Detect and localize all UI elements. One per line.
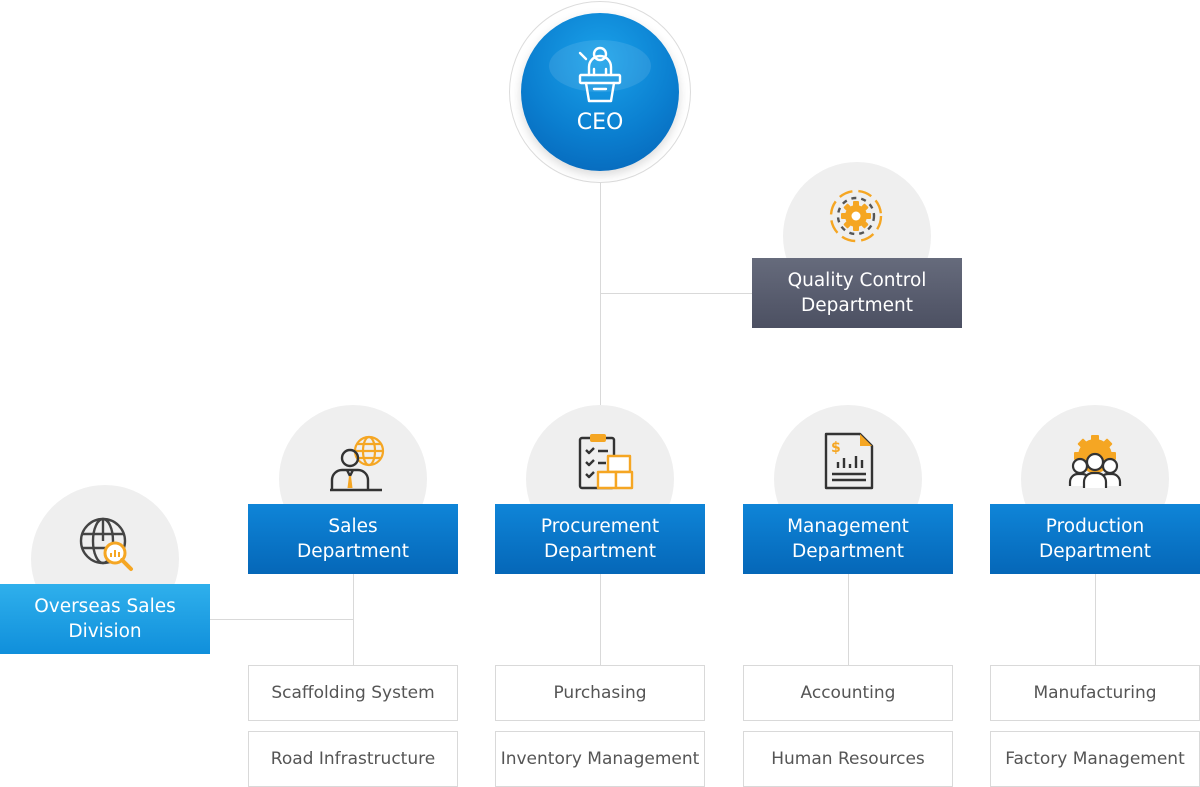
sales-down-line — [353, 574, 354, 665]
sales-line1: Sales — [328, 516, 378, 537]
management-line2: Department — [792, 541, 904, 562]
globe-search-icon — [79, 517, 133, 571]
sub-item-accounting[interactable]: Accounting — [743, 665, 953, 721]
overseas-line1: Overseas Sales — [34, 596, 176, 617]
procurement-line2: Department — [544, 541, 656, 562]
businessman-globe-icon — [330, 435, 385, 492]
sub-item-label: Inventory Management — [500, 749, 700, 769]
production-down-line — [1095, 574, 1096, 665]
sales-line2: Department — [297, 541, 409, 562]
procurement-department[interactable]: Procurement Department — [495, 504, 705, 574]
sub-item-human-resources[interactable]: Human Resources — [743, 731, 953, 787]
overseas-branch-line — [210, 619, 353, 620]
quality-branch-line — [600, 293, 752, 294]
production-department[interactable]: Production Department — [990, 504, 1200, 574]
sub-item-label: Road Infrastructure — [270, 749, 436, 769]
sub-item-label: Factory Management — [1005, 749, 1185, 769]
ceo-node[interactable] — [521, 13, 679, 171]
quality-line1: Quality Control — [787, 270, 927, 291]
management-line1: Management — [787, 516, 909, 537]
sub-item-label: Manufacturing — [1033, 683, 1157, 703]
procurement-down-line — [600, 574, 601, 665]
sub-item-inventory-management[interactable]: Inventory Management — [495, 731, 705, 787]
team-gear-icon — [1068, 435, 1122, 488]
sub-item-scaffolding-system[interactable]: Scaffolding System — [248, 665, 458, 721]
sub-item-label: Scaffolding System — [271, 683, 435, 703]
sub-item-factory-management[interactable]: Factory Management — [990, 731, 1200, 787]
ceo-label: CEO — [576, 110, 624, 135]
sub-item-road-infrastructure[interactable]: Road Infrastructure — [248, 731, 458, 787]
overseas-line2: Division — [68, 621, 142, 642]
clipboard-boxes-icon — [578, 434, 634, 490]
ceo-trunk-line — [600, 183, 601, 405]
management-department[interactable]: Management Department — [743, 504, 953, 574]
podium-speaker-icon — [578, 46, 622, 103]
sub-item-label: Purchasing — [553, 683, 647, 703]
overseas-sales-division[interactable]: Overseas Sales Division — [0, 584, 210, 654]
management-down-line — [848, 574, 849, 665]
procurement-line1: Procurement — [540, 516, 660, 537]
sub-item-purchasing[interactable]: Purchasing — [495, 665, 705, 721]
sub-item-label: Accounting — [800, 683, 896, 703]
quality-control-department[interactable]: Quality Control Department — [752, 258, 962, 328]
production-line2: Department — [1039, 541, 1151, 562]
financial-report-icon: $ — [824, 432, 874, 490]
sales-department[interactable]: Sales Department — [248, 504, 458, 574]
sub-item-label: Human Resources — [771, 749, 925, 769]
production-line1: Production — [1045, 516, 1145, 537]
quality-line2: Department — [801, 295, 913, 316]
svg-text:$: $ — [831, 440, 841, 456]
gear-dashed-icon — [829, 189, 883, 243]
sub-item-manufacturing[interactable]: Manufacturing — [990, 665, 1200, 721]
